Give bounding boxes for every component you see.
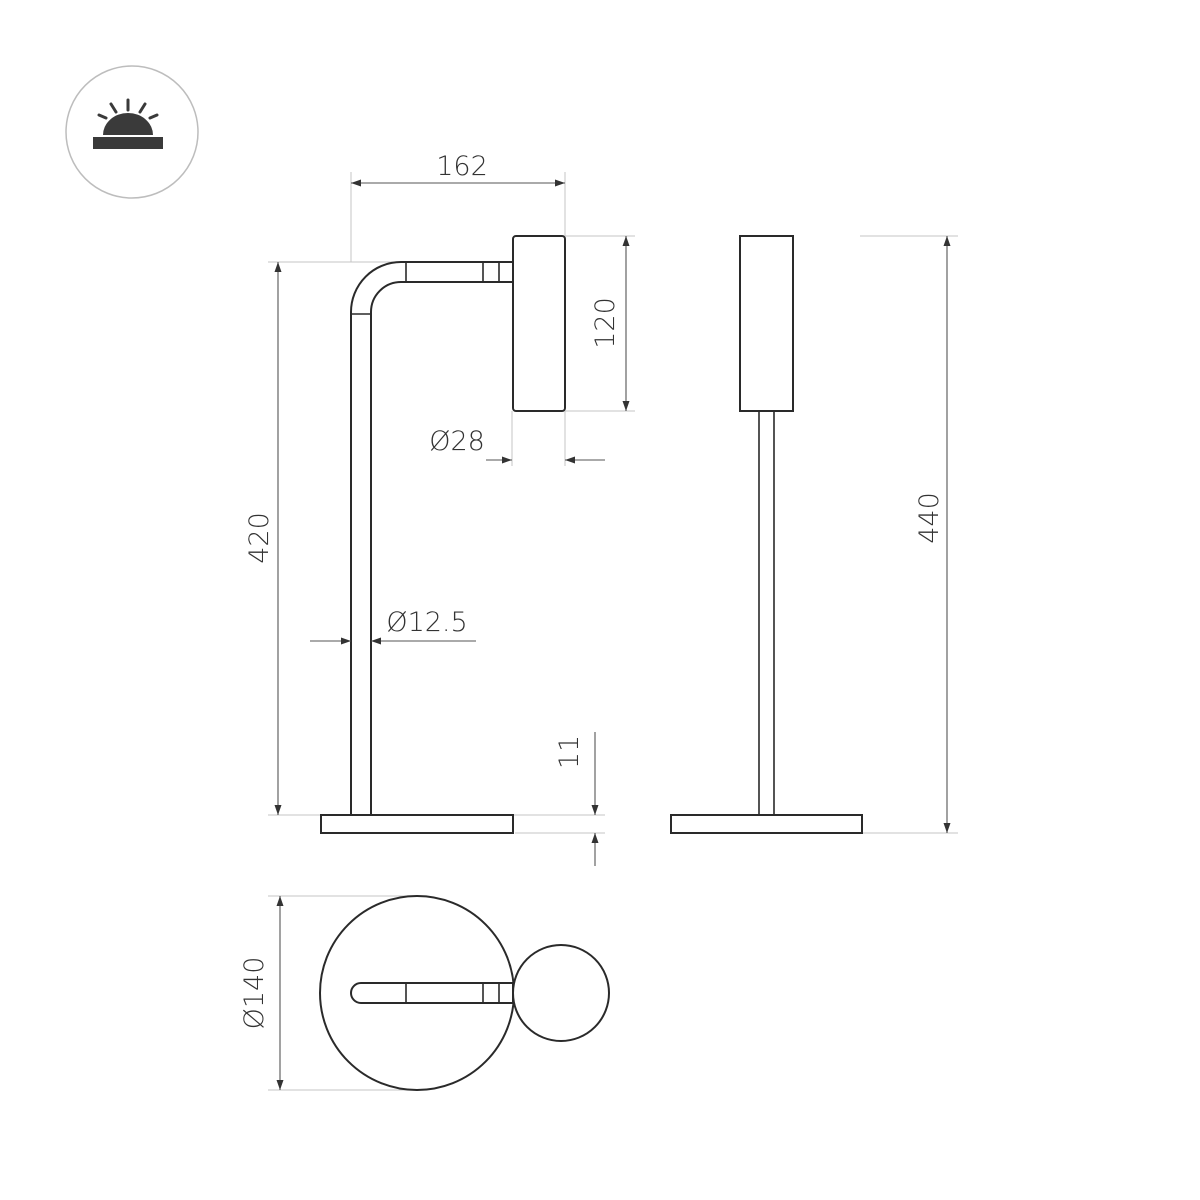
dim-rod-diameter: Ø12.5 (386, 607, 467, 638)
lamp-base (320, 814, 514, 834)
top-view: Ø140 (239, 895, 610, 1091)
dim-base-thickness: 11 (554, 735, 585, 769)
dim-base-diameter: Ø140 (239, 957, 270, 1030)
surface-mount-light-icon (65, 65, 199, 199)
dim-total-height: 440 (914, 492, 945, 544)
lamp-head (512, 235, 566, 412)
side-view: 162 120 Ø28 420 Ø12.5 11 (244, 151, 635, 866)
front-lamp-base (670, 814, 863, 834)
front-lamp-head (739, 235, 794, 412)
top-head-circle (512, 944, 610, 1042)
dim-stand-height: 420 (244, 512, 275, 564)
dim-head-diameter: Ø28 (429, 426, 485, 457)
dim-top-width: 162 (436, 151, 488, 182)
front-view: 440 (670, 235, 958, 834)
dim-head-height: 120 (590, 297, 621, 349)
stand-rod (350, 261, 514, 816)
top-rod (350, 982, 514, 1004)
